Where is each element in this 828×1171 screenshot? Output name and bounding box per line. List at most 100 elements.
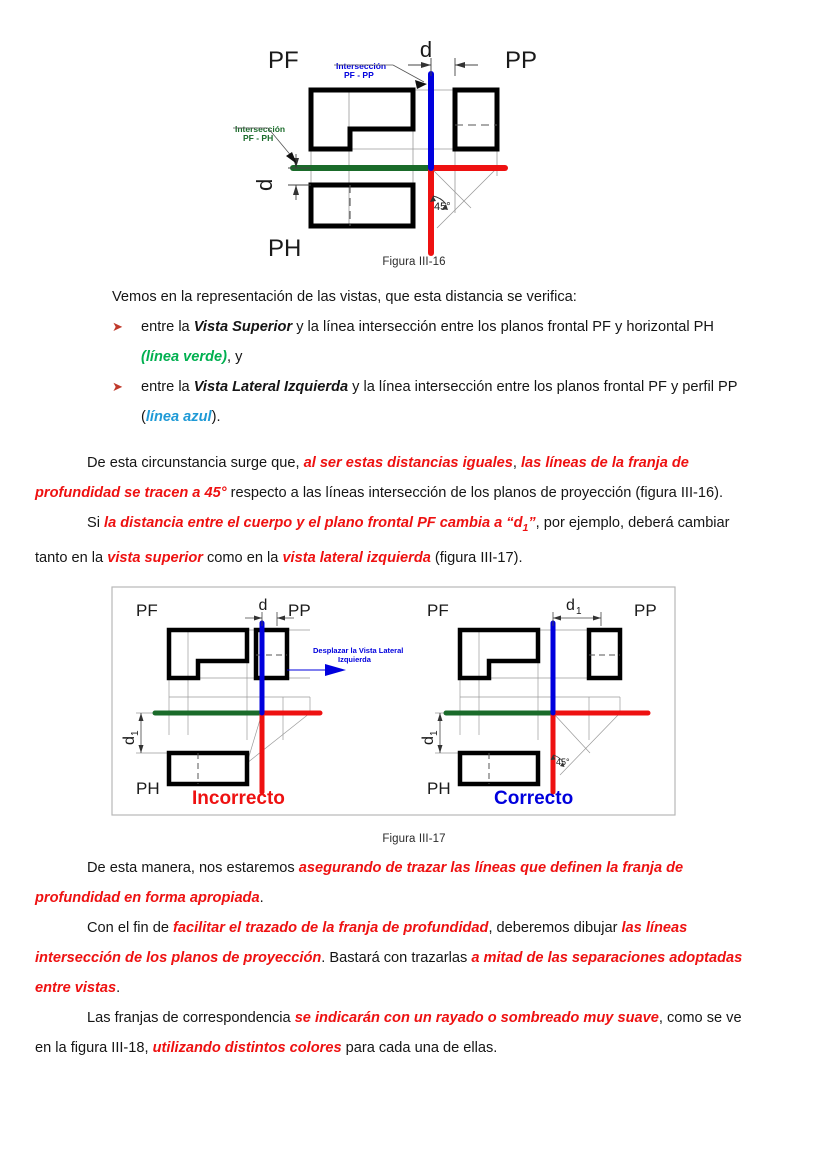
right-front-view-outline: [457, 627, 541, 681]
p2-e: como en la: [202, 549, 283, 566]
p5-e: para cada una de ellas.: [341, 1039, 498, 1056]
paragraph-5: Las franjas de correspondencia se indica…: [0, 1003, 828, 1063]
verification-bullet-list: ➤ entre la Vista Superior y la línea int…: [0, 312, 828, 432]
front-view-outline: [308, 87, 416, 152]
p2-a: Si: [87, 515, 105, 531]
right-label-pf: PF: [427, 601, 449, 620]
figure-iii-16: PF PP PH: [0, 0, 828, 268]
p5-b: se indicarán con un rayado o sombreado m…: [294, 1009, 659, 1026]
left-label-pf: PF: [136, 601, 158, 620]
right-label-ph: PH: [427, 779, 451, 798]
paragraph-1: De esta circunstancia surge que, al ser …: [0, 448, 828, 508]
right-top-view-outline: [457, 750, 541, 787]
paragraph-3: De esta manera, nos estaremos asegurando…: [0, 853, 828, 913]
arrow-bullet-icon: ➤: [112, 379, 123, 394]
right-dimension-label-d1-top-sub: 1: [576, 606, 582, 617]
figure-iii-17-right-panel: PF PP PH d: [420, 597, 657, 809]
list-item: ➤ entre la Vista Superior y la línea int…: [112, 312, 750, 372]
right-dimension-label-d1: d: [420, 736, 437, 745]
label-pf: PF: [268, 47, 299, 74]
right-angle-label-45: 45°: [556, 757, 570, 767]
right-label-pp: PP: [634, 601, 657, 620]
intro-text: Vemos en la representación de las vistas…: [112, 289, 577, 305]
p5-a: Las franjas de correspondencia: [87, 1009, 295, 1026]
arrow-bullet-icon: ➤: [112, 319, 123, 334]
figure-iii-17-caption: Figura III-17: [382, 832, 446, 845]
annotation-pf-pp-line2: PF - PP: [344, 70, 374, 80]
angle-label-45: 45°: [434, 201, 451, 213]
p2-b-sub: 1: [522, 521, 529, 534]
figure-iii-17-border: [111, 586, 676, 816]
bullet1-a: entre la: [141, 319, 194, 335]
dimension-label-d-top: d: [420, 37, 432, 62]
p2-b-end: ”: [528, 515, 536, 531]
p4-b: facilitar el trazado de la franja de pro…: [173, 919, 489, 936]
p2-c: , por ejemplo, deberá cambiar tanto en l…: [35, 515, 730, 566]
figure-iii-16-caption: Figura III-16: [382, 256, 446, 268]
p2-d: vista superior: [107, 549, 203, 566]
p4-d: las líneas intersección de los planos de…: [35, 919, 688, 966]
p3-a: De esta manera, nos estaremos: [87, 859, 299, 876]
p4-a: Con el fin de: [87, 919, 173, 936]
left-front-view-outline: [166, 627, 250, 681]
dimension-label-d-left: d: [252, 179, 277, 191]
p1-c: ,: [512, 455, 521, 471]
bullet2-b: Vista Lateral Izquierda: [193, 379, 349, 395]
p4-g: .: [116, 979, 121, 996]
dimension-d-left: [288, 154, 311, 200]
left-dimension-label-d-top: d: [259, 597, 268, 614]
p4-f: a mitad de las separaciones adoptadas en…: [35, 949, 743, 996]
paragraph-4: Con el fin de facilitar el trazado de la…: [0, 913, 828, 1003]
p5-c: , como se ve en la figura III-18,: [35, 1009, 742, 1056]
left-note-line1: Desplazar la Vista Lateral: [313, 646, 403, 655]
left-top-view-outline: [166, 750, 250, 787]
right-dimension-label-d1-sub: 1: [429, 730, 440, 736]
p1-e: respecto a las líneas intersección de lo…: [226, 485, 724, 501]
p3-c: .: [259, 889, 264, 906]
p2-f: vista lateral izquierda: [282, 549, 431, 566]
annotation-pf-pp-line1: Intersección: [336, 61, 386, 71]
list-item: ➤ entre la Vista Lateral Izquierda y la …: [112, 372, 750, 432]
bullet1-e: , y: [226, 349, 243, 365]
left-verdict-incorrecto: Incorrecto: [192, 788, 285, 809]
left-note-arrow-icon: [325, 663, 346, 676]
dimension-d-top: [408, 58, 478, 76]
bullet1-b: Vista Superior: [193, 319, 293, 335]
label-pp: PP: [505, 47, 537, 74]
top-view-outline: [308, 182, 416, 229]
figure-iii-17-left-panel: PF PP PH: [121, 597, 403, 809]
right-side-view-outline: [586, 627, 623, 681]
bullet1-c: y la línea intersección entre los planos…: [292, 319, 714, 335]
annotation-pf-ph-line2: PF - PH: [243, 133, 273, 143]
bullet2-a: entre la: [141, 379, 194, 395]
p1-b: al ser estas distancias iguales: [303, 455, 513, 471]
p2-b-text: la distancia entre el cuerpo y el plano …: [104, 515, 523, 531]
annotation-pf-ph-line1: Intersección: [235, 124, 285, 134]
bullet2-d: línea azul: [145, 409, 212, 425]
left-label-ph: PH: [136, 779, 160, 798]
figure-iii-16-drawing: PF PP PH: [233, 37, 537, 256]
bullet1-d: (línea verde): [141, 349, 227, 365]
paragraph-2: Si la distancia entre el cuerpo y el pla…: [0, 508, 828, 573]
left-side-view-outline: [253, 627, 290, 681]
p5-d: utilizando distintos colores: [152, 1039, 342, 1056]
left-dimension-label-d1: d: [121, 736, 138, 745]
p2-g: (figura III-17).: [430, 549, 523, 566]
p1-a: De esta circunstancia surge que,: [87, 455, 304, 471]
bullet2-c: y la línea intersección entre los planos…: [141, 379, 738, 425]
p1-d: las líneas de la franja de profundidad s…: [35, 455, 689, 501]
left-label-pp: PP: [288, 601, 311, 620]
p3-b: asegurando de trazar las líneas que defi…: [35, 859, 684, 906]
p4-e: . Bastará con trazarlas: [321, 949, 472, 966]
left-note-line2: Izquierda: [338, 655, 372, 664]
paragraph-intro: Vemos en la representación de las vistas…: [0, 282, 828, 312]
figure-iii-17-drawing: PF PP PH: [111, 586, 676, 816]
bullet2-e: ).: [211, 409, 221, 425]
left-dimension-label-d1-sub: 1: [130, 730, 141, 736]
p4-c: , deberemos dibujar: [488, 919, 622, 936]
p2-b: la distancia entre el cuerpo y el plano …: [104, 515, 536, 534]
label-ph: PH: [268, 235, 301, 256]
right-verdict-correcto: Correcto: [494, 788, 573, 809]
right-dimension-label-d1-top: d: [566, 597, 575, 614]
